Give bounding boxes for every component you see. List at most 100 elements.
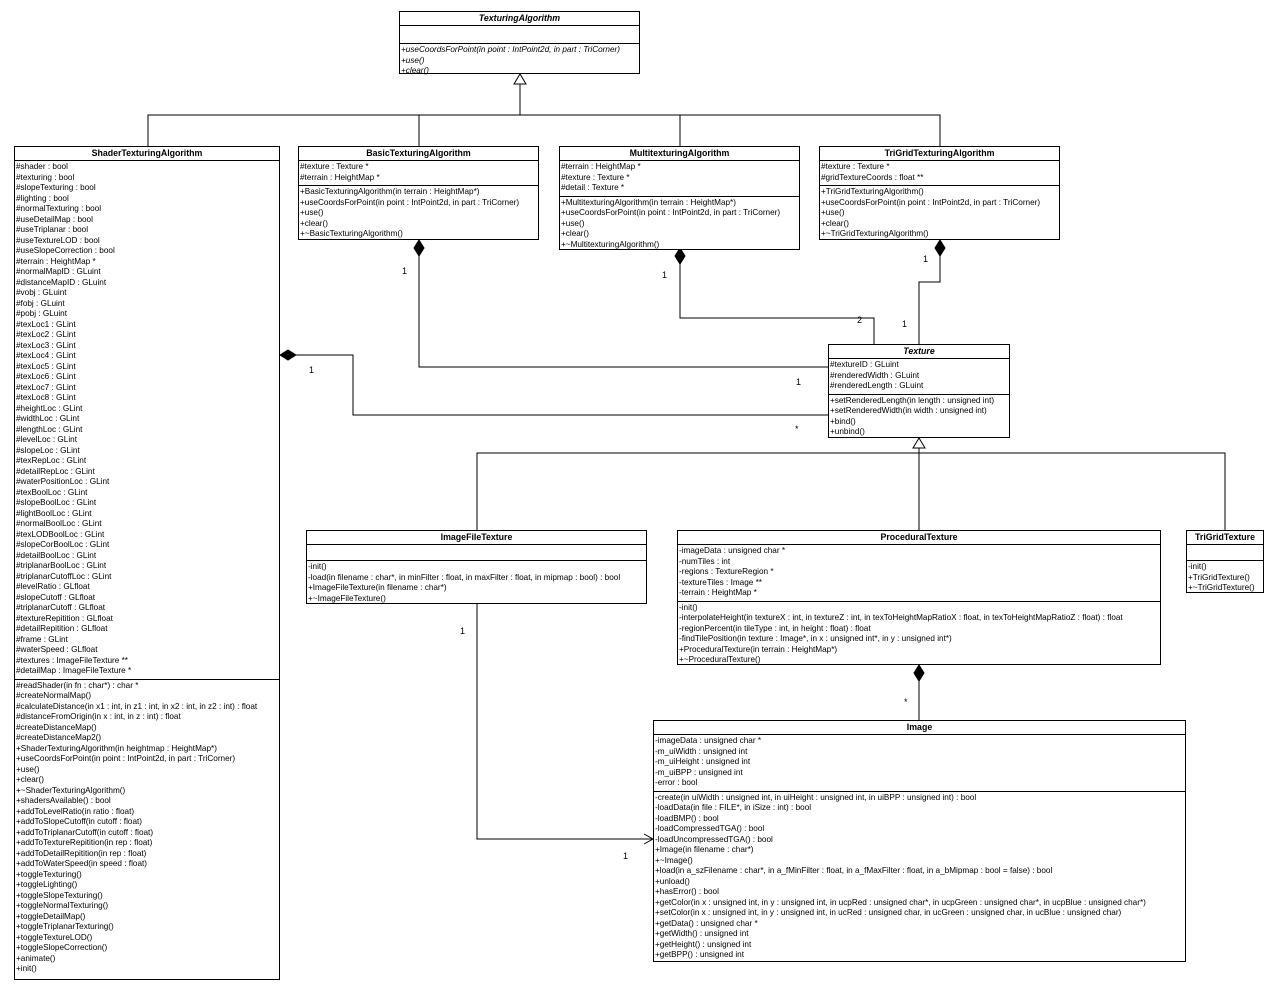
- attribute: #widthLoc : GLint: [16, 414, 80, 423]
- operation: -init(): [679, 602, 698, 612]
- operation: -create(in uiWidth : unsigned int, in ui…: [655, 792, 977, 802]
- operation: +toggleDetailMap(): [16, 911, 86, 921]
- composition-shader-texture: [296, 354, 830, 416]
- operation: +~ShaderTexturingAlgorithm(): [16, 785, 126, 795]
- class-image-file-texture[interactable]: ImageFileTexture -init() -load(in filena…: [306, 530, 647, 604]
- operation: +use(): [561, 218, 585, 228]
- composition-multi-texture: [679, 264, 875, 344]
- attribute: #terrain : HeightMap *: [16, 256, 96, 266]
- operation: +addToSlopeCutoff(in cutoff : float): [16, 817, 143, 826]
- operation: -loadData(in file : FILE*, in iSize : in…: [655, 803, 812, 812]
- class-trigrid-texturing-algorithm[interactable]: TriGridTexturingAlgorithm #texture : Tex…: [819, 146, 1060, 240]
- multiplicity-basic-source: 1: [402, 266, 408, 276]
- operation: +clear(): [821, 218, 849, 228]
- multiplicity-imagefile-source: 1: [460, 626, 466, 636]
- attribute: #lighting : bool: [16, 193, 69, 203]
- operation: +unload(): [655, 876, 690, 886]
- operation: +addToLevelRatio(in ratio : float): [16, 806, 135, 816]
- operation: -loadCompressedTGA() : bool: [655, 824, 765, 833]
- operation: +shadersAvailable() : bool: [16, 796, 111, 805]
- attribute: #lightBoolLoc : GLint: [16, 508, 92, 518]
- attribute: -imageData : unsigned char *: [655, 736, 762, 745]
- operation: +BasicTexturingAlgorithm(in terrain : He…: [300, 187, 480, 196]
- operation: -interpolateHeight(in textureX : int, in…: [679, 613, 1123, 622]
- attribute: #heightLoc : GLint: [16, 403, 83, 413]
- attributes-compartment: -imageData : unsigned char * -numTiles :…: [678, 545, 1160, 602]
- operation: +getHeight() : unsigned int: [655, 939, 752, 949]
- multiplicity-shader-source: 1: [309, 365, 315, 375]
- attribute: #detailRepLoc : GLint: [16, 466, 95, 476]
- attribute: #slopeBoolLoc : GLint: [16, 498, 97, 507]
- class-texturing-algorithm[interactable]: TexturingAlgorithm +useCoordsForPoint(in…: [399, 11, 640, 75]
- attribute: #useTriplanar : bool: [16, 225, 89, 234]
- attribute: #triplanarBoolLoc : GLint: [16, 561, 107, 570]
- attribute: #texRepLoc : GLint: [16, 456, 87, 465]
- operation: +ShaderTexturingAlgorithm(in heightmap :…: [16, 743, 217, 753]
- multiplicity-procedural-image: *: [904, 697, 908, 707]
- attribute: -regions : TextureRegion *: [679, 567, 774, 576]
- class-name: MultitexturingAlgorithm: [560, 147, 799, 161]
- operation: +addToTextureRepitition(in rep : float): [16, 838, 153, 847]
- attribute: #texLoc8 : GLint: [16, 393, 76, 402]
- composition-trigrid-texture: [918, 256, 941, 344]
- operations-compartment: -init() +TriGridTexture() +~TriGridTextu…: [1187, 561, 1263, 596]
- class-name: ProceduralTexture: [678, 531, 1160, 545]
- multiplicity-multi-source: 1: [662, 270, 668, 280]
- association-imagefile-image: [476, 604, 653, 840]
- operation: #distanceFromOrigin(in x : int, in z : i…: [16, 712, 181, 721]
- attributes-compartment: #shader : bool#texturing : bool#slopeTex…: [15, 161, 279, 680]
- operation: -load(in filename : char*, in minFilter …: [308, 572, 621, 582]
- class-name: TriGridTexture: [1187, 531, 1263, 545]
- attribute: #detailBoolLoc : GLint: [16, 550, 97, 560]
- class-trigrid-texture[interactable]: TriGridTexture -init() +TriGridTexture()…: [1186, 530, 1264, 593]
- class-texture[interactable]: Texture #textureID : GLuint #renderedWid…: [828, 344, 1010, 438]
- attributes-compartment: [400, 26, 639, 44]
- attributes-compartment: #textureID : GLuint #renderedWidth : GLu…: [829, 359, 1009, 395]
- attributes-compartment: #texture : Texture * #gridTextureCoords …: [820, 161, 1059, 186]
- operations-compartment: +TriGridTexturingAlgorithm() +useCoordsF…: [820, 186, 1059, 242]
- class-shader-texturing-algorithm[interactable]: ShaderTexturingAlgorithm #shader : bool#…: [14, 146, 280, 980]
- operation: +addToDetailRepitition(in rep : float): [16, 848, 147, 858]
- class-name: BasicTexturingAlgorithm: [299, 147, 538, 161]
- composition-diamond-basic: [413, 239, 425, 257]
- attribute: #lengthLoc : GLint: [16, 424, 83, 434]
- generalization-arrowhead-texture: [912, 437, 926, 449]
- operation: +~MultitexturingAlgorithm(): [561, 239, 660, 249]
- attribute: #triplanarCutoffLoc : GLint: [16, 571, 112, 581]
- operation: +Image(in filename : char*): [655, 845, 754, 854]
- multiplicity-trigrid-target: 1: [902, 319, 908, 329]
- operation: +toggleSlopeTexturing(): [16, 890, 103, 900]
- attribute: #detail : Texture *: [561, 183, 625, 192]
- class-name: ShaderTexturingAlgorithm: [15, 147, 279, 161]
- operation: +MultitexturingAlgorithm(in terrain : He…: [561, 197, 736, 207]
- attribute: -m_uiHeight : unsigned int: [655, 757, 751, 766]
- operation: +clear(): [561, 229, 589, 238]
- attribute: #textureRepitition : GLfloat: [16, 613, 113, 623]
- operation: +toggleNormalTexturing(): [16, 901, 109, 910]
- attribute: #useTextureLOD : bool: [16, 235, 100, 245]
- attribute: -textureTiles : Image **: [679, 577, 762, 587]
- operation: +setRenderedWidth(in width : unsigned in…: [830, 406, 987, 415]
- operation: +toggleLighting(): [16, 880, 78, 889]
- operation: #createDistanceMap2(): [16, 733, 102, 742]
- attribute: #useSlopeCorrection : bool: [16, 246, 115, 255]
- attribute: #distanceMapID : GLuint: [16, 277, 107, 287]
- operation: +~Image(): [655, 855, 693, 865]
- class-multitexturing-algorithm[interactable]: MultitexturingAlgorithm #terrain : Heigh…: [559, 146, 800, 250]
- class-image[interactable]: Image -imageData : unsigned char *-m_uiW…: [653, 720, 1186, 962]
- attribute: #renderedLength : GLuint: [830, 381, 924, 390]
- class-procedural-texture[interactable]: ProceduralTexture -imageData : unsigned …: [677, 530, 1161, 665]
- attribute: #texLoc1 : GLint: [16, 319, 76, 329]
- operation: +toggleTriplanarTexturing(): [16, 922, 114, 931]
- attribute: -m_uiBPP : unsigned int: [655, 767, 743, 777]
- attribute: #slopeLoc : GLint: [16, 445, 80, 455]
- class-name: TexturingAlgorithm: [400, 12, 639, 26]
- operations-compartment: #readShader(in fn : char*) : char *#crea…: [15, 680, 279, 977]
- generalization-lines-algorithms: [147, 84, 941, 146]
- operation: +clear(): [300, 218, 328, 228]
- composition-basic-texture: [418, 256, 830, 368]
- attributes-compartment: [307, 545, 646, 561]
- class-basic-texturing-algorithm[interactable]: BasicTexturingAlgorithm #texture : Textu…: [298, 146, 539, 240]
- attribute: #texLoc2 : GLint: [16, 330, 76, 339]
- operation: +hasError() : bool: [655, 887, 719, 896]
